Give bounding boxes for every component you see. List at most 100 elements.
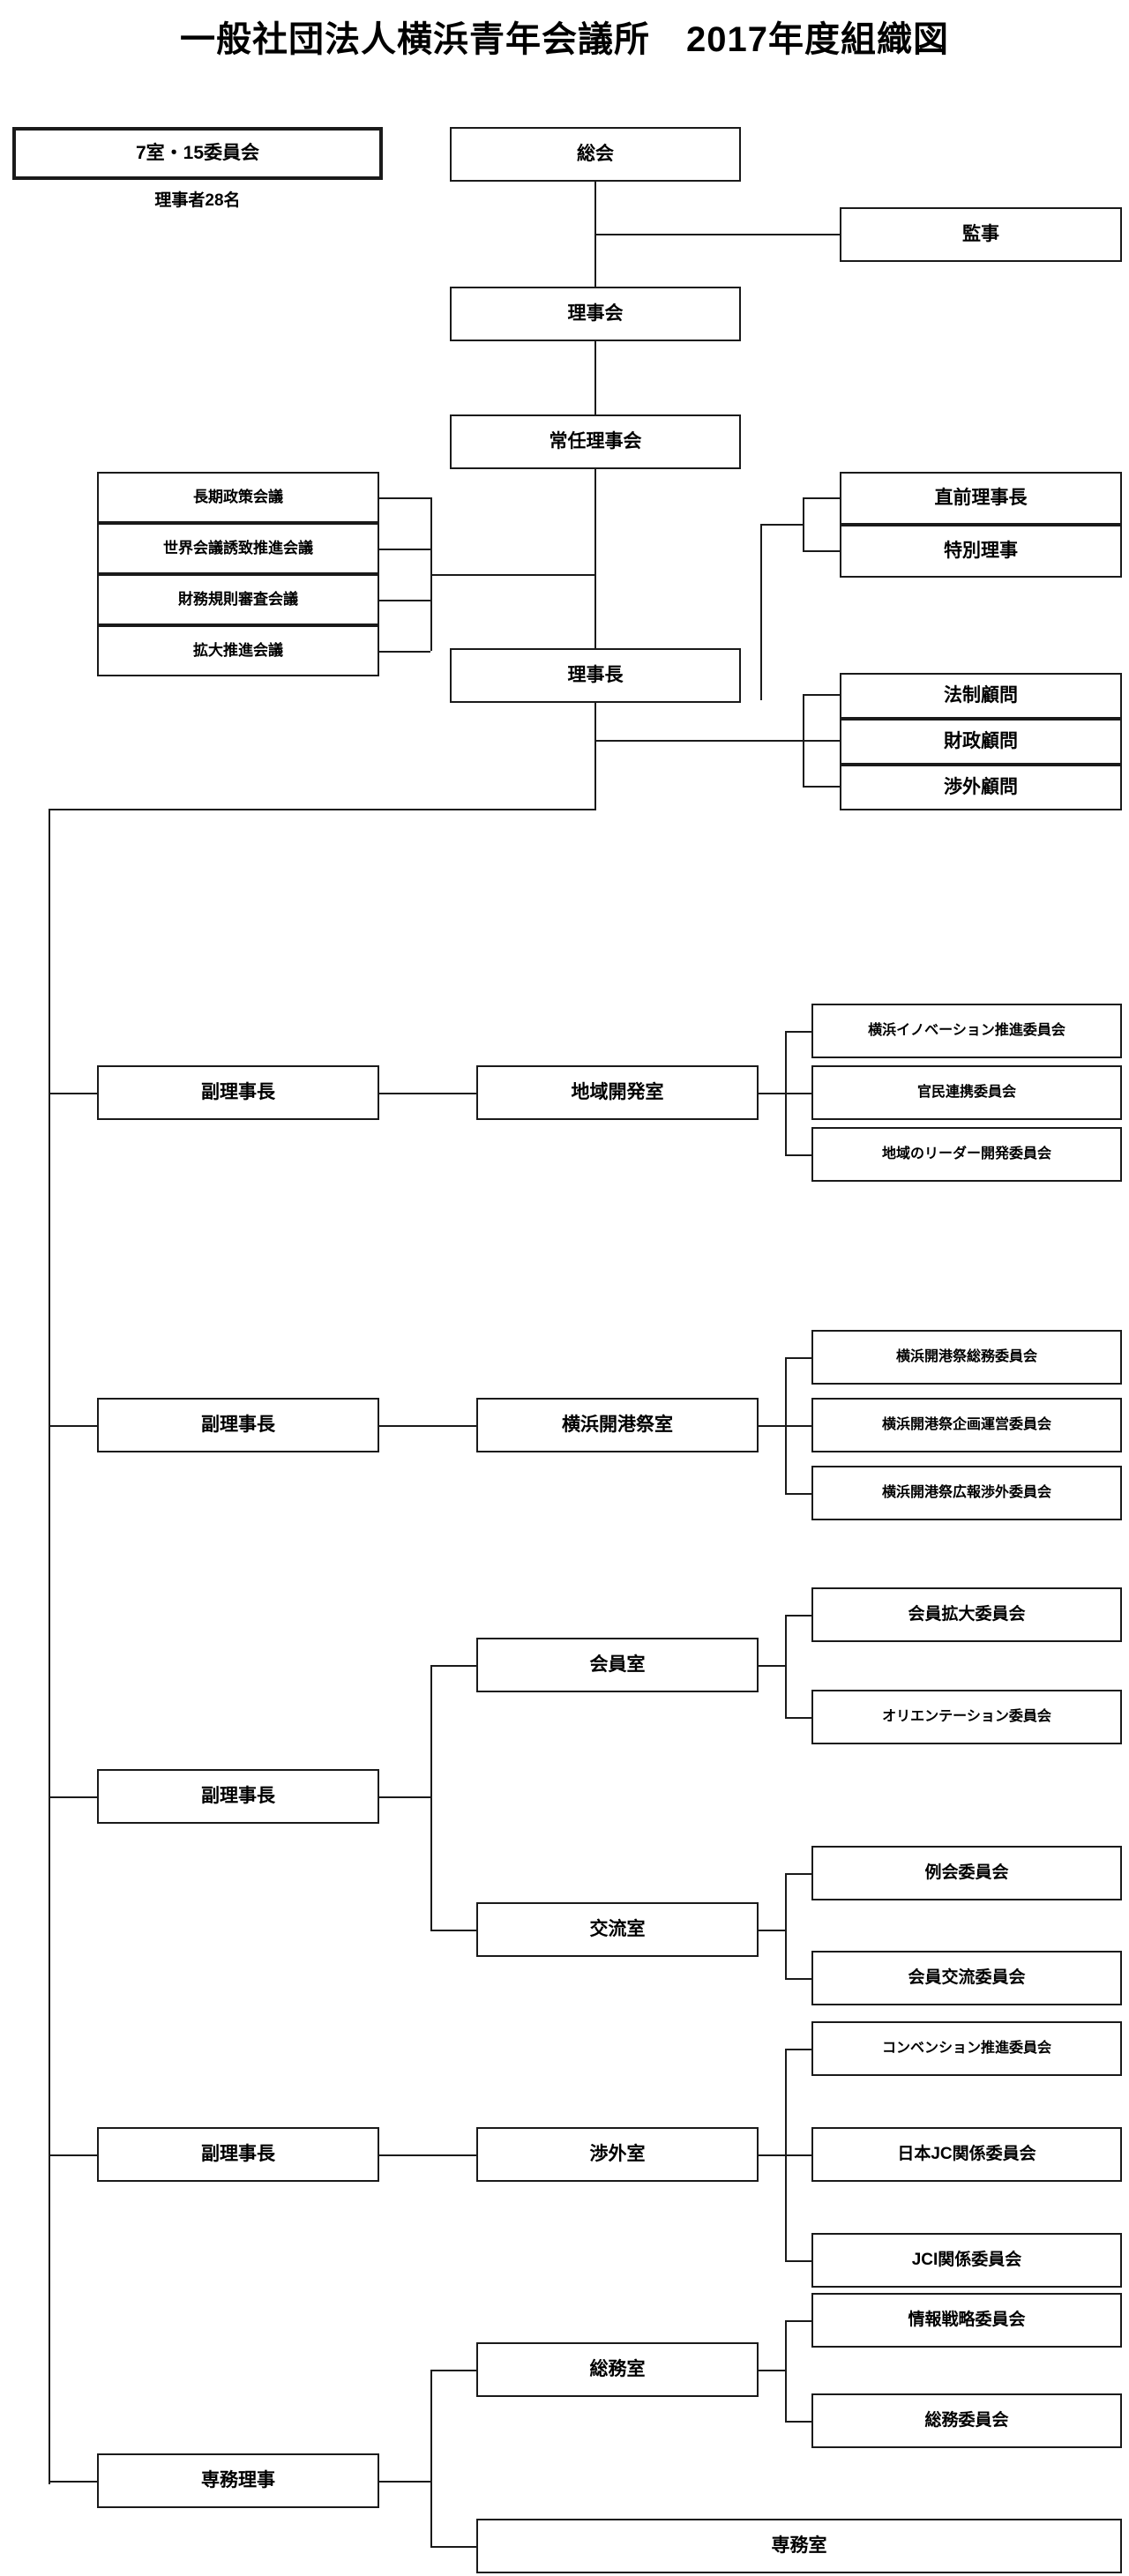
committee-box-3-0-0: コンベンション推進委員会 xyxy=(811,2021,1122,2076)
committee-stub-1-0-2 xyxy=(785,1493,811,1495)
committee-label-0-0-2: 地域のリーダー開発委員会 xyxy=(881,1146,1051,1162)
committee-label-1-0-0: 横浜開港祭総務委員会 xyxy=(895,1349,1037,1365)
officer-to-room-3-0 xyxy=(379,2154,476,2156)
room-box-2-1: 交流室 xyxy=(476,1902,759,1957)
conference-box-3: 拡大推進会議 xyxy=(97,625,379,676)
committee-label-2-1-0: 例会委員会 xyxy=(924,1863,1009,1882)
general-meeting-box: 総会 xyxy=(450,127,741,182)
division-officer-box-2: 副理事長 xyxy=(97,1769,379,1824)
trunk-horizontal-to-left-spine xyxy=(49,809,595,810)
officer-to-room-4-0 xyxy=(430,2370,476,2371)
committee-box-3-0-1: 日本JC関係委員会 xyxy=(811,2127,1122,2182)
room-box-2-0: 会員室 xyxy=(476,1638,759,1692)
committee-box-1-0-0: 横浜開港祭総務委員会 xyxy=(811,1330,1122,1385)
special-director-label-0: 直前理事長 xyxy=(934,488,1028,509)
officer-bracket-stem-4 xyxy=(379,2481,430,2483)
officer-to-room-2-0 xyxy=(430,1665,476,1667)
conference-box-1: 世界会議誘致推進会議 xyxy=(97,523,379,574)
committee-label-1-0-2: 横浜開港祭広報渉外委員会 xyxy=(881,1485,1051,1501)
president-trunk-down xyxy=(594,740,596,810)
wide-room-box-4: 専務室 xyxy=(476,2519,1122,2573)
committee-bracket-2-1 xyxy=(785,1873,787,1978)
conference-to-trunk xyxy=(430,574,594,576)
room-to-committees-1-0 xyxy=(759,1425,785,1427)
room-to-committees-2-1 xyxy=(759,1930,785,1931)
division-officer-box-1: 副理事長 xyxy=(97,1398,379,1452)
general-meeting-label: 総会 xyxy=(577,144,614,165)
committee-stub-4-0-1 xyxy=(785,2421,811,2423)
advisor-stub-2 xyxy=(803,786,840,788)
room-to-committees-0-0 xyxy=(759,1093,785,1094)
president-label: 理事長 xyxy=(567,665,624,686)
connector-standing-to-president xyxy=(594,469,596,648)
committee-box-2-0-1: オリエンテーション委員会 xyxy=(811,1690,1122,1744)
spine-to-officer-1 xyxy=(49,1425,97,1427)
spine-to-officer-2 xyxy=(49,1796,97,1798)
room-box-3-0: 渉外室 xyxy=(476,2127,759,2182)
room-to-committees-3-0 xyxy=(759,2154,785,2156)
room-label-0-0: 地域開発室 xyxy=(571,1082,664,1103)
officer-to-wide-room-4 xyxy=(430,2546,476,2548)
committee-stub-2-1-1 xyxy=(785,1978,811,1980)
committee-label-0-0-0: 横浜イノベーション推進委員会 xyxy=(868,1023,1065,1039)
spine-to-officer-4 xyxy=(49,2481,97,2483)
advisor-stub-1 xyxy=(803,740,840,742)
committee-box-0-0-1: 官民連携委員会 xyxy=(811,1065,1122,1120)
committee-label-4-0-0: 情報戦略委員会 xyxy=(908,2310,1026,2329)
room-to-committees-4-0 xyxy=(759,2370,785,2371)
conference-label-1: 世界会議誘致推進会議 xyxy=(163,539,313,556)
conference-label-0: 長期政策会議 xyxy=(193,488,283,505)
auditor-box: 監事 xyxy=(840,207,1122,262)
connector-general-to-auditor xyxy=(594,234,841,235)
room-box-0-0: 地域開発室 xyxy=(476,1065,759,1120)
committee-stub-3-0-2 xyxy=(785,2260,811,2262)
special-director-to-trunk xyxy=(760,524,762,700)
committee-stub-2-0-0 xyxy=(785,1615,811,1617)
president-box: 理事長 xyxy=(450,648,741,703)
advisor-label-2: 渉外顧問 xyxy=(944,777,1018,798)
conference-box-2: 財務規則審査会議 xyxy=(97,574,379,625)
officer-to-room-0-0 xyxy=(379,1093,476,1094)
officer-bracket-spine-4 xyxy=(430,2370,432,2546)
conference-stub-2 xyxy=(379,600,430,601)
committee-label-2-1-1: 会員交流委員会 xyxy=(908,1967,1026,1987)
summary-rooms-committees-box: 7室・15委員会 xyxy=(12,127,383,180)
division-officer-box-4: 専務理事 xyxy=(97,2453,379,2508)
committee-box-2-0-0: 会員拡大委員会 xyxy=(811,1587,1122,1642)
committee-bracket-4-0 xyxy=(785,2320,787,2421)
advisor-to-president xyxy=(594,740,803,742)
committee-stub-1-0-1 xyxy=(785,1425,811,1427)
summary-directors-count: 理事者28名 xyxy=(154,191,241,210)
standing-board-label: 常任理事会 xyxy=(549,431,642,452)
division-officer-label-4: 専務理事 xyxy=(201,2470,275,2491)
advisor-box-2: 渉外顧問 xyxy=(840,765,1122,810)
conference-stub-0 xyxy=(379,497,430,499)
committee-stub-2-1-0 xyxy=(785,1873,811,1875)
page-title: 一般社団法人横浜青年会議所 2017年度組織図 xyxy=(180,20,949,59)
committee-box-0-0-2: 地域のリーダー開発委員会 xyxy=(811,1127,1122,1182)
room-label-4-0: 総務室 xyxy=(589,2359,646,2380)
board-of-directors-box: 理事会 xyxy=(450,287,741,341)
special-director-bracket-spine xyxy=(803,497,804,551)
room-to-committees-2-0 xyxy=(759,1665,785,1667)
committee-stub-0-0-1 xyxy=(785,1093,811,1094)
division-officer-box-0: 副理事長 xyxy=(97,1065,379,1120)
room-label-3-0: 渉外室 xyxy=(589,2144,646,2165)
room-box-4-0: 総務室 xyxy=(476,2342,759,2397)
division-officer-label-3: 副理事長 xyxy=(201,2144,275,2165)
board-of-directors-label: 理事会 xyxy=(567,303,624,325)
committee-label-1-0-1: 横浜開港祭企画運営委員会 xyxy=(881,1417,1051,1433)
room-label-2-0: 会員室 xyxy=(589,1654,646,1676)
special-director-box-0: 直前理事長 xyxy=(840,472,1122,525)
wide-room-label-4: 専務室 xyxy=(771,2535,827,2557)
committee-box-4-0-0: 情報戦略委員会 xyxy=(811,2293,1122,2348)
standing-board-box: 常任理事会 xyxy=(450,414,741,469)
special-director-join xyxy=(760,524,803,526)
committee-stub-4-0-0 xyxy=(785,2320,811,2322)
committee-stub-1-0-0 xyxy=(785,1357,811,1359)
summary-rooms-committees-label: 7室・15委員会 xyxy=(135,143,260,164)
conference-box-0: 長期政策会議 xyxy=(97,472,379,523)
committee-box-1-0-1: 横浜開港祭企画運営委員会 xyxy=(811,1398,1122,1452)
division-officer-box-3: 副理事長 xyxy=(97,2127,379,2182)
